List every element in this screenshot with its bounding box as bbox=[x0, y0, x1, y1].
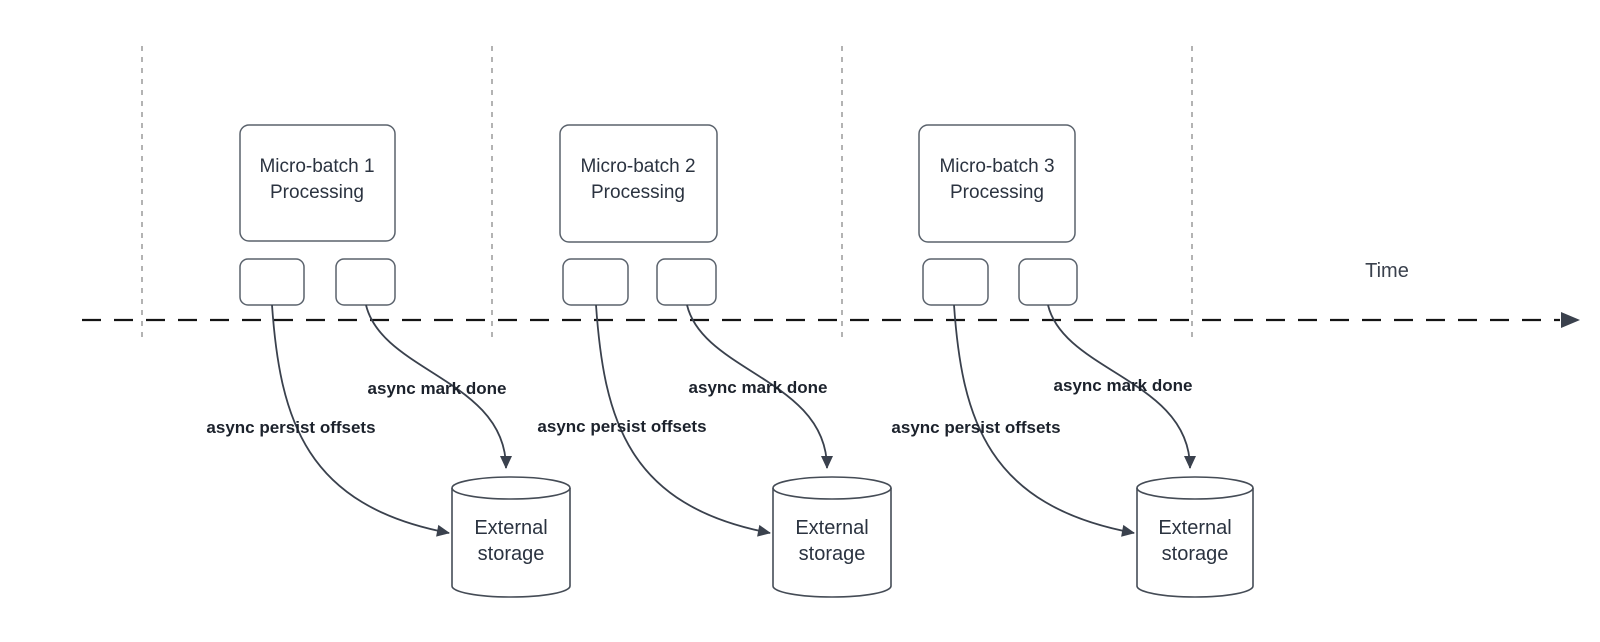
persist-offsets-label-2: async persist offsets bbox=[537, 417, 706, 436]
persist-offsets-label-3: async persist offsets bbox=[891, 418, 1060, 437]
microbatch-2-title: Micro-batch 2 bbox=[580, 156, 695, 177]
storage-subtitle-2: storage bbox=[799, 543, 866, 565]
cylinder-body-3 bbox=[1136, 476, 1254, 598]
microbatch-2-box bbox=[559, 124, 718, 243]
time-axis-label: Time bbox=[1365, 260, 1409, 282]
storage-subtitle-1: storage bbox=[478, 543, 545, 565]
microbatch-3-box bbox=[918, 124, 1076, 243]
external-storage-cylinder-1: External storage bbox=[451, 476, 571, 598]
persist-offsets-label-1: async persist offsets bbox=[206, 418, 375, 437]
mark-done-label-1: async mark done bbox=[368, 379, 507, 398]
cylinder-body-1 bbox=[451, 476, 571, 598]
cylinder-body-2 bbox=[772, 476, 892, 598]
mark-done-label-3: async mark done bbox=[1054, 376, 1193, 395]
microbatch-2-done-chip bbox=[656, 258, 717, 306]
mark-done-label-2: async mark done bbox=[689, 378, 828, 397]
microbatch-1-box bbox=[239, 124, 396, 242]
microbatch-3-done-chip bbox=[1018, 258, 1078, 306]
microbatch-group-2: Micro-batch 2 Processing async persist o… bbox=[537, 124, 892, 598]
mark-done-arrow-2 bbox=[686, 304, 833, 469]
mark-done-arrow-3 bbox=[1047, 304, 1196, 469]
microbatch-1-title: Micro-batch 1 bbox=[259, 156, 374, 177]
time-axis: Time bbox=[82, 260, 1580, 328]
storage-title-2: External bbox=[795, 517, 868, 539]
storage-title-1: External bbox=[474, 517, 547, 539]
microbatch-2-offset-chip bbox=[562, 258, 629, 306]
time-axis-arrowhead-icon bbox=[1561, 312, 1580, 328]
microbatch-3-subtitle: Processing bbox=[950, 182, 1044, 203]
storage-title-3: External bbox=[1158, 517, 1231, 539]
microbatch-group-3: Micro-batch 3 Processing async persist o… bbox=[891, 124, 1254, 598]
microbatch-group-1: Micro-batch 1 Processing async persist o… bbox=[206, 124, 571, 598]
microbatch-1-subtitle: Processing bbox=[270, 182, 364, 203]
external-storage-cylinder-3: External storage bbox=[1136, 476, 1254, 598]
persist-offsets-arrow-1 bbox=[271, 304, 450, 537]
microbatch-3-offset-chip bbox=[922, 258, 989, 306]
microbatch-3-title: Micro-batch 3 bbox=[939, 156, 1054, 177]
persist-offsets-arrow-3 bbox=[953, 304, 1135, 537]
microbatch-1-done-chip bbox=[335, 258, 396, 306]
microbatch-1-offset-chip bbox=[239, 258, 305, 306]
cylinder-rim-2 bbox=[772, 487, 892, 500]
cylinder-rim-1 bbox=[451, 487, 571, 500]
mark-done-arrow-1 bbox=[365, 304, 512, 469]
storage-subtitle-3: storage bbox=[1162, 543, 1229, 565]
microbatch-2-subtitle: Processing bbox=[591, 182, 685, 203]
persist-offsets-arrow-2 bbox=[595, 304, 771, 537]
external-storage-cylinder-2: External storage bbox=[772, 476, 892, 598]
cylinder-rim-3 bbox=[1136, 487, 1254, 500]
